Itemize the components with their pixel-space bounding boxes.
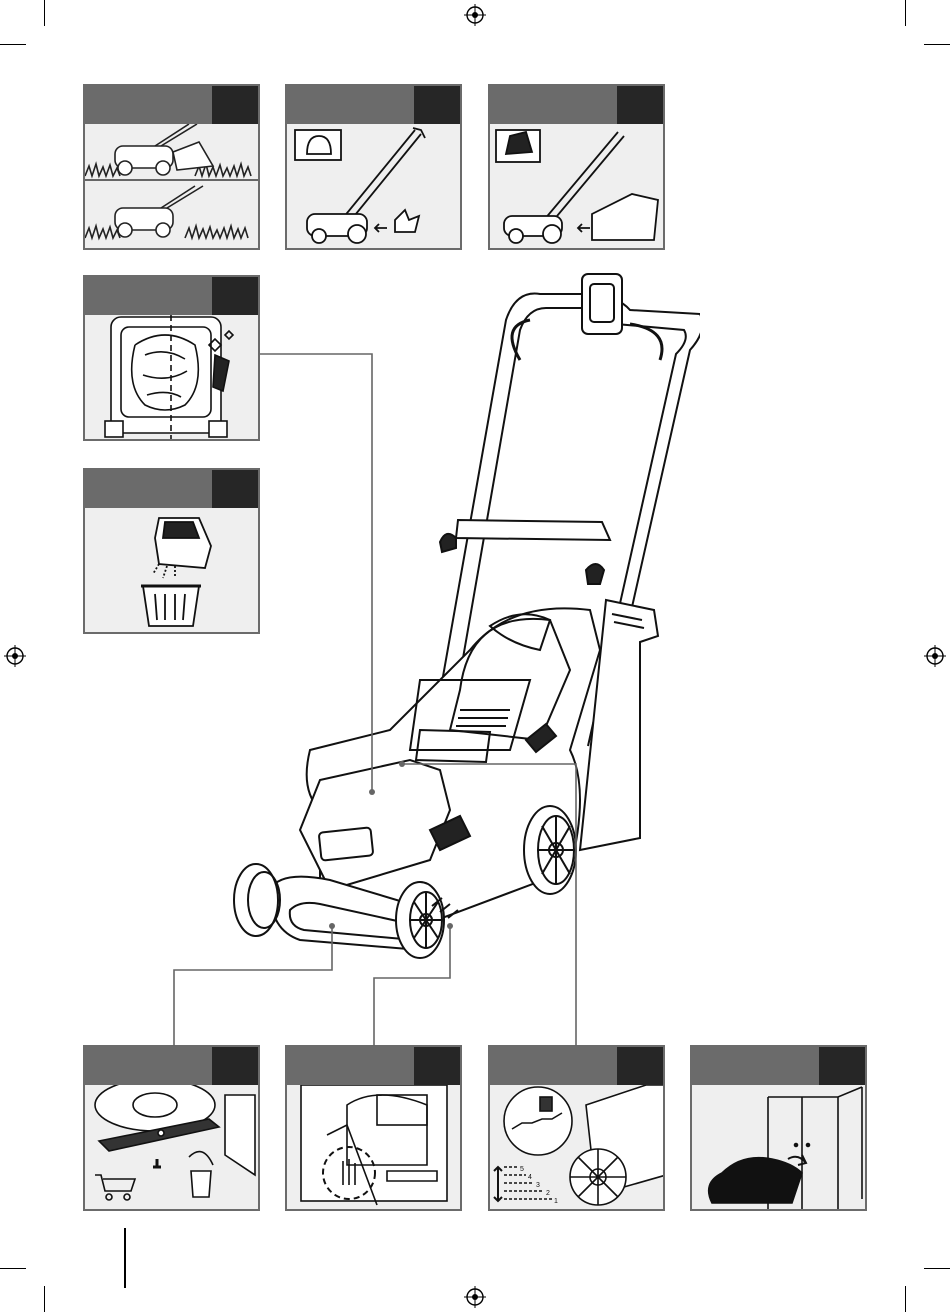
height-adjust-icon: 5 4 3 2 1 <box>490 1085 663 1209</box>
panel-tag <box>819 1047 865 1085</box>
registration-mark-icon <box>464 1286 486 1308</box>
panel-tag <box>617 86 663 124</box>
crop-mark <box>0 44 26 45</box>
panel-tag <box>617 1047 663 1085</box>
registration-mark-icon <box>464 4 486 26</box>
height-level-4: 4 <box>528 1174 532 1181</box>
panel-tag <box>212 1047 258 1085</box>
lawnmower-illustration <box>170 270 700 1050</box>
crop-mark <box>905 0 906 26</box>
panel-mulch-collect <box>83 84 260 250</box>
panel-tag <box>414 1047 460 1085</box>
motor-vent-icon <box>287 1085 460 1209</box>
crop-mark <box>924 1268 950 1269</box>
crop-mark <box>44 1286 45 1312</box>
crop-mark <box>44 0 45 26</box>
registration-mark-icon <box>4 645 26 667</box>
panel-mulch-plug <box>285 84 462 250</box>
panel-motor-vent <box>285 1045 462 1211</box>
height-level-2: 2 <box>546 1190 550 1197</box>
grass-box-attach-icon <box>490 124 663 248</box>
crop-mark <box>924 44 950 45</box>
crop-mark <box>905 1286 906 1312</box>
crop-mark <box>0 1268 26 1269</box>
height-level-1: 1 <box>554 1198 558 1205</box>
storage-icon <box>692 1085 865 1209</box>
panel-blade <box>83 1045 260 1211</box>
height-level-5: 5 <box>520 1166 524 1173</box>
panel-tag <box>212 86 258 124</box>
mulch-plug-icon <box>287 124 460 248</box>
blade-replacement-icon <box>85 1085 258 1209</box>
panel-tag <box>414 86 460 124</box>
panel-grass-box <box>488 84 665 250</box>
panel-height-adjust: 5 4 3 2 1 <box>488 1045 665 1211</box>
panel-storage <box>690 1045 867 1211</box>
page-margin-rule <box>124 1228 126 1288</box>
mulch-vs-collect-icon <box>85 124 258 248</box>
registration-mark-icon <box>924 645 946 667</box>
height-level-3: 3 <box>536 1182 540 1189</box>
